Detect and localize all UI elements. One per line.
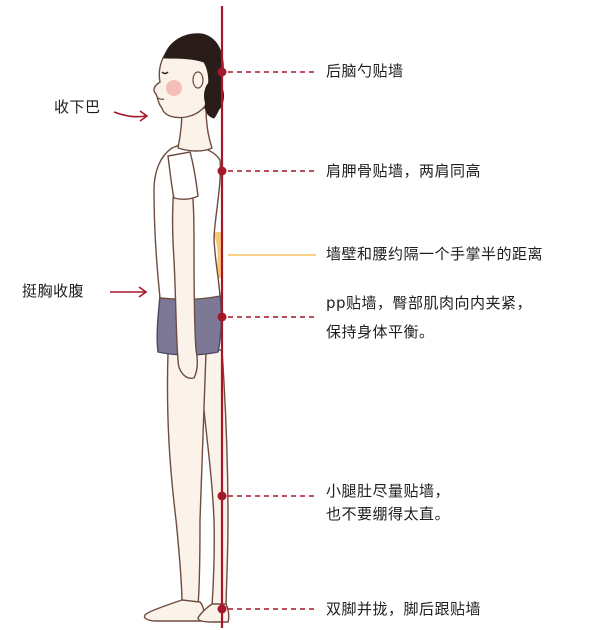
heel-label: 双脚并拢，脚后跟贴墙 [326,600,482,618]
shoulder-label: 肩胛骨贴墙，两肩同高 [326,162,482,180]
eye [161,71,169,75]
front-foot [143,599,205,622]
calf-contact-dot [217,491,227,501]
ear [192,71,204,89]
calf-label: 小腿肚尽量贴墙， 也不要绷得太直。 [326,480,450,526]
hip-contact-dot [217,312,227,322]
chin-label: 收下巴 [54,98,101,116]
mouth [157,97,165,100]
arm [171,171,199,379]
neck [177,107,213,152]
chin-arrow [113,111,147,118]
waist-gap [212,232,222,278]
hip-label: pp贴墙，臀部肌肉向内夹紧， 保持身体平衡。 [326,292,532,344]
calf-label-line1: 小腿肚尽量贴墙， [326,482,451,500]
legs [143,349,230,623]
head-contact-dot [217,67,227,77]
waist-label: 墙壁和腰约隔一个手掌半的距离 [326,245,544,263]
front-leg [166,351,207,607]
chest-arrow-head [138,286,148,298]
head-label: 后脑勺贴墙 [326,62,404,80]
sleeve [167,151,199,201]
cheek-blush [166,80,182,96]
shoulder-contact-dot [217,166,227,176]
hip-label-line1: pp贴墙，臀部肌肉向内夹紧， [326,294,533,312]
hip-label-line2: 保持身体平衡。 [326,323,435,341]
calf-label-line2: 也不要绷得太直。 [326,505,451,523]
chest-label: 挺胸收腹 [22,282,85,300]
heel-contact-dot [217,604,227,614]
hair-bun [204,80,224,112]
chin-arrow-head [139,110,149,122]
